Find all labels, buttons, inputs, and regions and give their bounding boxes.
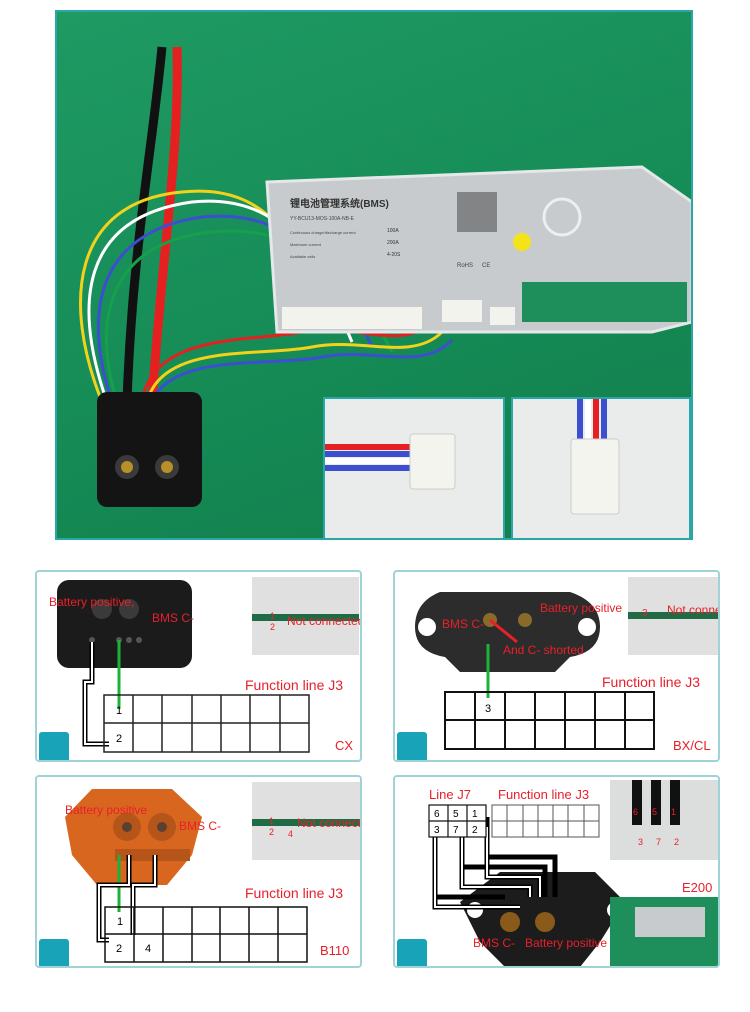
svg-text:7: 7	[453, 825, 459, 836]
svg-text:Continuous charge/discharge cu: Continuous charge/discharge current	[290, 230, 356, 235]
svg-text:1: 1	[269, 816, 274, 826]
panel-b110: Battery positive BMS C- 1 2 4 Not connec…	[35, 775, 362, 968]
j3-grid	[104, 906, 308, 963]
discharge-connector	[97, 392, 202, 507]
svg-text:Not connected: Not connected	[297, 816, 362, 830]
svg-text:YY-BCU13-MOS-100A-NB-E: YY-BCU13-MOS-100A-NB-E	[290, 216, 355, 222]
model-label: BX/CL	[673, 738, 711, 753]
label-shorted: And C- shorted	[503, 643, 584, 657]
svg-text:Battery positive: Battery positive	[525, 936, 607, 950]
svg-text:Not connected: Not connected	[667, 603, 720, 617]
j3-grid	[444, 691, 655, 750]
svg-text:5: 5	[453, 809, 459, 820]
label-not-connected: Not connected	[287, 614, 362, 628]
panel-cx: Battery positive, BMS C- 1 2 Not connect…	[35, 570, 362, 762]
svg-text:200A: 200A	[387, 240, 399, 246]
bms-photo-drawing: 锂电池管理系统(BMS) YY-BCU13-MOS-100A-NB-E Cont…	[79, 46, 691, 507]
label-line-j7: Line J7	[429, 787, 471, 802]
model-label: CX	[335, 738, 353, 753]
svg-text:Battery positive: Battery positive	[65, 803, 147, 817]
teal-marker	[397, 939, 427, 966]
white-wire	[84, 642, 109, 745]
svg-text:3: 3	[485, 703, 491, 715]
black-wire	[122, 46, 167, 403]
svg-text:Function line J3: Function line J3	[245, 885, 343, 901]
inset-photo-connector-front	[511, 397, 691, 540]
svg-text:5: 5	[652, 807, 657, 817]
svg-text:6: 6	[633, 807, 638, 817]
product-photo: 锂电池管理系统(BMS) YY-BCU13-MOS-100A-NB-E Cont…	[55, 10, 693, 540]
svg-text:4: 4	[145, 943, 151, 955]
svg-text:100A: 100A	[387, 228, 399, 234]
svg-text:4: 4	[288, 829, 293, 839]
label-function-line: Function line J3	[245, 677, 343, 693]
qr-code	[457, 192, 497, 232]
svg-text:2: 2	[472, 825, 478, 836]
svg-text:2: 2	[116, 943, 122, 955]
wiring-lines	[434, 827, 541, 908]
svg-text:BMS C-: BMS C-	[179, 819, 221, 833]
svg-text:7: 7	[656, 837, 661, 847]
svg-text:CE: CE	[482, 263, 490, 269]
svg-text:Available cells: Available cells	[290, 254, 315, 259]
panel-bx-cl: BMS C- Battery positive And C- shorted 3…	[393, 570, 720, 762]
panel-e200: 6 5 1 3 7 2 Line J7 Function line J3 6 5…	[393, 775, 720, 968]
j7-grid	[428, 804, 487, 838]
svg-text:6: 6	[434, 809, 440, 820]
svg-text:3: 3	[642, 608, 648, 619]
svg-text:4-20S: 4-20S	[387, 252, 401, 258]
svg-text:1: 1	[671, 807, 676, 817]
teal-marker	[39, 732, 69, 760]
teal-marker	[397, 732, 427, 760]
j3-grid	[491, 804, 600, 838]
svg-text:3: 3	[638, 837, 643, 847]
svg-text:RoHS: RoHS	[457, 263, 473, 269]
brand-logo	[542, 197, 582, 237]
svg-text:3: 3	[434, 825, 440, 836]
svg-text:Maximum current: Maximum current	[290, 242, 322, 247]
svg-text:Battery positive: Battery positive	[540, 601, 622, 615]
svg-text:锂电池管理系统(BMS): 锂电池管理系统(BMS)	[290, 197, 389, 210]
svg-text:BMS C-: BMS C-	[473, 936, 515, 950]
svg-text:2: 2	[116, 733, 122, 745]
model-label: E200	[682, 880, 712, 895]
teal-marker	[39, 939, 69, 966]
svg-text:BMS C-: BMS C-	[442, 617, 484, 631]
model-label: B110	[320, 943, 349, 958]
svg-text:2: 2	[269, 827, 274, 837]
svg-text:Function line J3: Function line J3	[602, 674, 700, 690]
white-wires	[98, 855, 156, 941]
inset-photo-connector-side	[323, 397, 505, 540]
svg-text:1: 1	[116, 705, 122, 717]
short-indicator	[489, 618, 518, 644]
svg-text:Function line J3: Function line J3	[498, 787, 589, 802]
svg-text:1: 1	[472, 809, 478, 820]
svg-text:1: 1	[117, 916, 123, 928]
inset-photo-j7	[610, 780, 718, 860]
j3-grid	[103, 694, 310, 753]
label-battery-positive: Battery positive,	[49, 595, 134, 609]
svg-text:2: 2	[270, 622, 275, 632]
svg-text:2: 2	[674, 837, 679, 847]
connector-bx-photo	[415, 592, 600, 672]
label-bms-c: BMS C-	[152, 611, 194, 625]
svg-text:1: 1	[270, 611, 275, 621]
